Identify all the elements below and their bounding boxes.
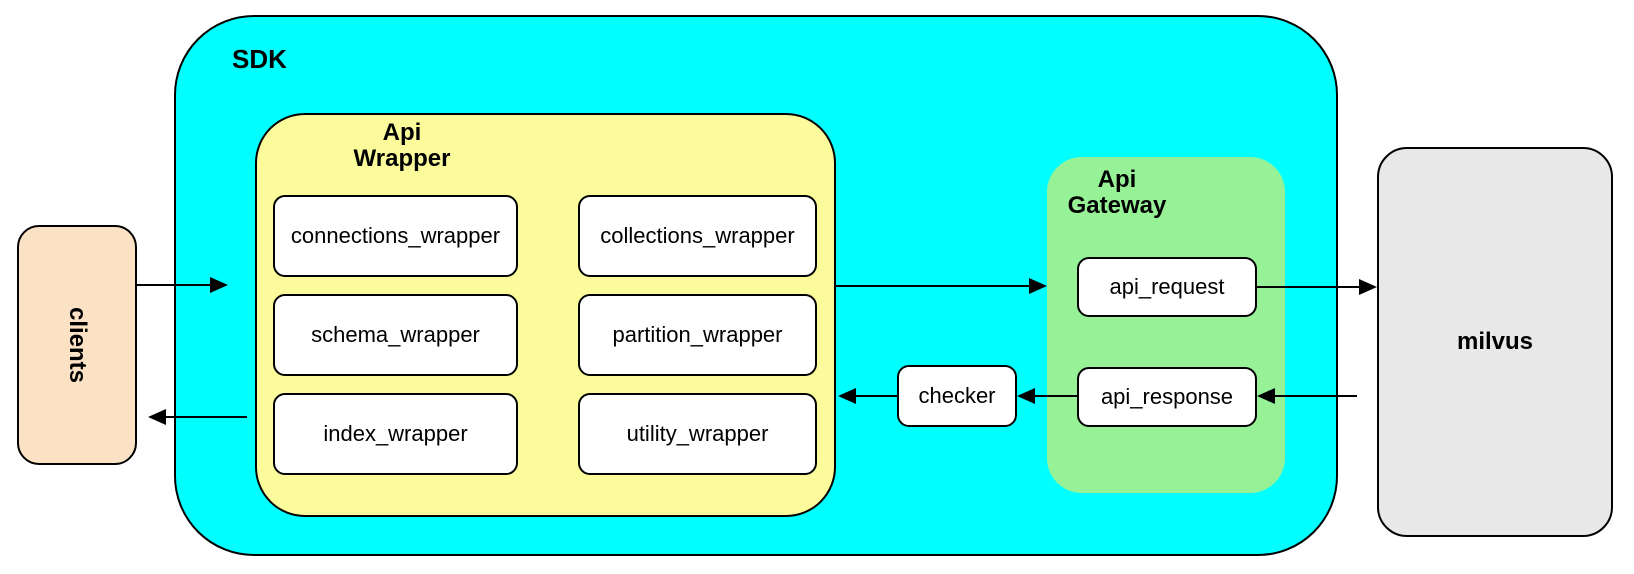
arrowhead-left-icon [148, 409, 166, 425]
api-wrapper-label: Api Wrapper [342, 120, 462, 172]
module-schema-wrapper: schema_wrapper [273, 294, 518, 376]
arrow-checker-to-wrapper [838, 387, 897, 405]
module-collections-wrapper: collections_wrapper [578, 195, 817, 277]
arrow-api-request-to-milvus [1257, 278, 1377, 296]
module-label: schema_wrapper [311, 322, 480, 347]
module-label: utility_wrapper [626, 421, 769, 446]
module-label: index_wrapper [323, 421, 468, 446]
module-label: partition_wrapper [612, 322, 783, 347]
arrowhead-right-icon [1029, 278, 1047, 294]
api-gateway-box: Api Gateway [1047, 157, 1285, 493]
arrow-wrapper-to-api-request [836, 277, 1047, 295]
arrowhead-left-icon [838, 388, 856, 404]
arrowhead-right-icon [1359, 279, 1377, 295]
module-utility-wrapper: utility_wrapper [578, 393, 817, 475]
api-gateway-label-line1: Api [1097, 166, 1137, 193]
api-wrapper-label-line2: Wrapper [353, 145, 451, 172]
api-response-label: api_response [1100, 384, 1234, 409]
api-request-box: api_request [1077, 257, 1257, 317]
checker-label: checker [918, 383, 996, 408]
checker-box: checker [897, 365, 1017, 427]
api-response-box: api_response [1077, 367, 1257, 427]
arrowhead-right-icon [210, 277, 228, 293]
api-gateway-label: Api Gateway [1057, 167, 1177, 219]
module-label: collections_wrapper [600, 223, 795, 248]
api-request-label: api_request [1109, 274, 1225, 299]
arrow-sdk-to-clients [148, 408, 247, 426]
clients-box: clients [17, 225, 137, 465]
milvus-box: milvus [1377, 147, 1613, 537]
arrow-milvus-to-api-response [1257, 387, 1357, 405]
arrowhead-left-icon [1017, 388, 1035, 404]
module-index-wrapper: index_wrapper [273, 393, 518, 475]
arrow-clients-to-sdk [137, 276, 228, 294]
module-partition-wrapper: partition_wrapper [578, 294, 817, 376]
clients-label: clients [64, 306, 91, 384]
sdk-label: SDK [232, 44, 287, 74]
arrowhead-left-icon [1257, 388, 1275, 404]
module-connections-wrapper: connections_wrapper [273, 195, 518, 277]
api-gateway-label-line2: Gateway [1067, 192, 1167, 219]
arrow-api-response-to-checker [1017, 387, 1077, 405]
api-wrapper-label-line1: Api [382, 119, 422, 146]
milvus-label: milvus [1456, 328, 1534, 355]
module-label: connections_wrapper [290, 223, 501, 248]
